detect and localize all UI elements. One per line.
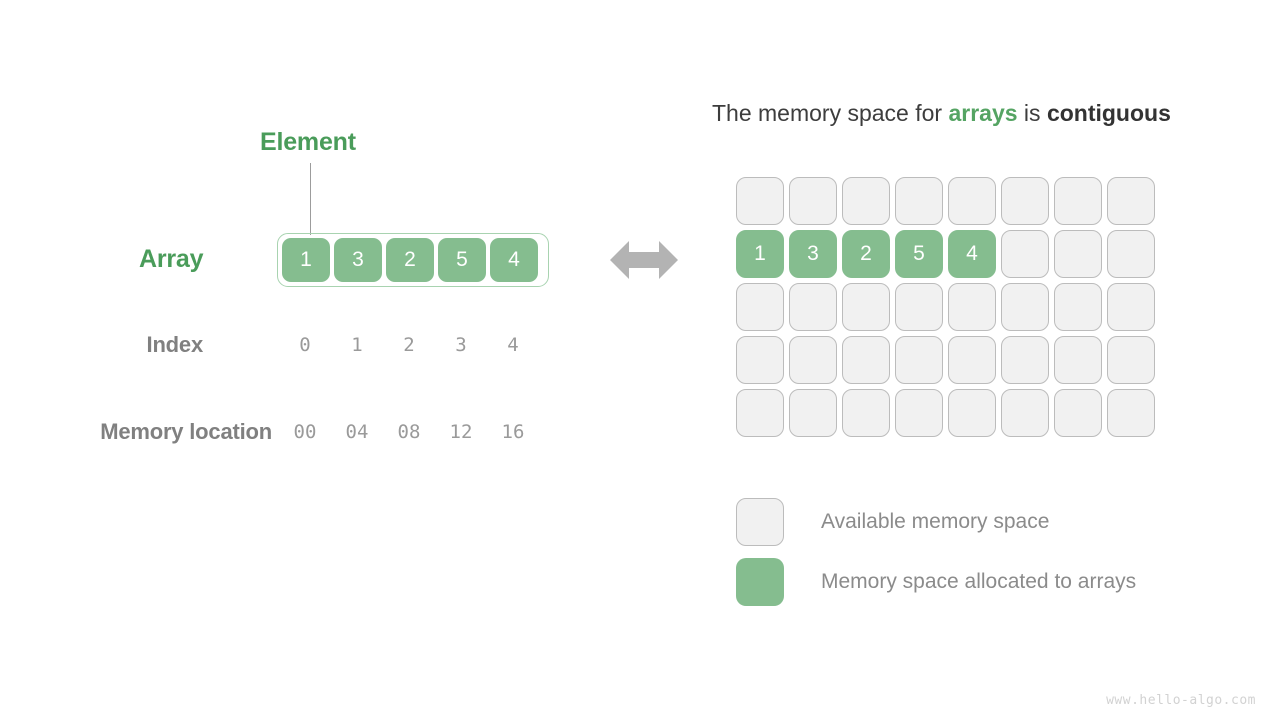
memory-cell-allocated: 4 (948, 230, 996, 278)
memory-cell-free (789, 177, 837, 225)
memory-location-value: 12 (449, 421, 473, 443)
legend-label-available: Available memory space (821, 510, 1050, 533)
watermark: www.hello-algo.com (1106, 693, 1256, 708)
memory-cell-free (1107, 283, 1155, 331)
double-headed-arrow-icon (610, 241, 678, 279)
memory-cell-free (948, 283, 996, 331)
memory-cell-free (1054, 336, 1102, 384)
array-cell: 3 (334, 238, 382, 282)
memory-title-strong: contiguous (1046, 100, 1171, 126)
memory-cell-free (789, 283, 837, 331)
memory-cell-free (948, 336, 996, 384)
memory-cell-allocated: 2 (842, 230, 890, 278)
memory-location-values-row: 00 04 08 12 16 (277, 421, 549, 443)
memory-cell-free (736, 336, 784, 384)
memory-cell-free (1107, 336, 1155, 384)
index-value: 0 (299, 334, 311, 356)
memory-title-accent: arrays (948, 100, 1018, 126)
element-label: Element (260, 128, 356, 156)
memory-cell-free (1107, 389, 1155, 437)
memory-cell-free (948, 389, 996, 437)
memory-title-part2: is (1017, 100, 1047, 126)
memory-cell-free (1054, 230, 1102, 278)
memory-location-value: 08 (397, 421, 421, 443)
memory-grid-row (736, 336, 1155, 384)
memory-cell-free (842, 389, 890, 437)
memory-cell-free (736, 283, 784, 331)
memory-cell-free (895, 177, 943, 225)
array-container: 1 3 2 5 4 (277, 233, 549, 287)
memory-cell-free (895, 283, 943, 331)
memory-cell-free (1001, 230, 1049, 278)
legend: Available memory space Memory space allo… (736, 492, 1136, 612)
memory-layout-panel: The memory space for arrays is contiguou… (700, 0, 1280, 720)
memory-cell-free (789, 389, 837, 437)
memory-cell-free (1054, 389, 1102, 437)
memory-cell-free (1001, 177, 1049, 225)
legend-swatch-available-icon (736, 498, 784, 546)
memory-cell-free (1107, 177, 1155, 225)
memory-cell-free (1054, 177, 1102, 225)
array-cell: 4 (490, 238, 538, 282)
legend-label-allocated: Memory space allocated to arrays (821, 570, 1137, 593)
memory-cell-free (1001, 389, 1049, 437)
array-cell: 5 (438, 238, 486, 282)
memory-cell-free (895, 336, 943, 384)
memory-cell-free (1054, 283, 1102, 331)
memory-title: The memory space for arrays is contiguou… (712, 100, 1171, 127)
index-value: 3 (455, 334, 467, 356)
legend-row-available: Available memory space (736, 492, 1136, 552)
memory-cell-allocated: 1 (736, 230, 784, 278)
legend-swatch-allocated-icon (736, 558, 784, 606)
array-label: Array (139, 245, 204, 273)
index-value: 1 (351, 334, 363, 356)
memory-cell-free (842, 336, 890, 384)
memory-cell-free (1001, 283, 1049, 331)
memory-cell-allocated: 5 (895, 230, 943, 278)
memory-location-row-label: Memory location (100, 419, 272, 444)
memory-cell-free (789, 336, 837, 384)
legend-row-allocated: Memory space allocated to arrays (736, 552, 1136, 612)
array-cell: 1 (282, 238, 330, 282)
memory-location-value: 04 (345, 421, 369, 443)
memory-cell-free (1107, 230, 1155, 278)
memory-cell-free (895, 389, 943, 437)
memory-cell-free (1001, 336, 1049, 384)
memory-cell-free (842, 177, 890, 225)
memory-cell-free (842, 283, 890, 331)
index-row-label: Index (146, 332, 204, 357)
memory-grid-row (736, 177, 1155, 225)
memory-grid-row (736, 389, 1155, 437)
array-cell: 2 (386, 238, 434, 282)
memory-title-part1: The memory space for (712, 100, 949, 126)
memory-grid-row (736, 283, 1155, 331)
index-value: 4 (507, 334, 519, 356)
memory-location-value: 00 (293, 421, 317, 443)
array-concept-panel: Element Array 1 3 2 5 4 Index 0 1 2 3 4 … (0, 0, 678, 720)
index-value: 2 (403, 334, 415, 356)
memory-cell-free (948, 177, 996, 225)
index-values-row: 0 1 2 3 4 (277, 334, 549, 356)
memory-cell-allocated: 3 (789, 230, 837, 278)
element-leader-line (310, 163, 311, 235)
memory-cell-free (736, 389, 784, 437)
memory-location-value: 16 (501, 421, 525, 443)
memory-cell-free (736, 177, 784, 225)
